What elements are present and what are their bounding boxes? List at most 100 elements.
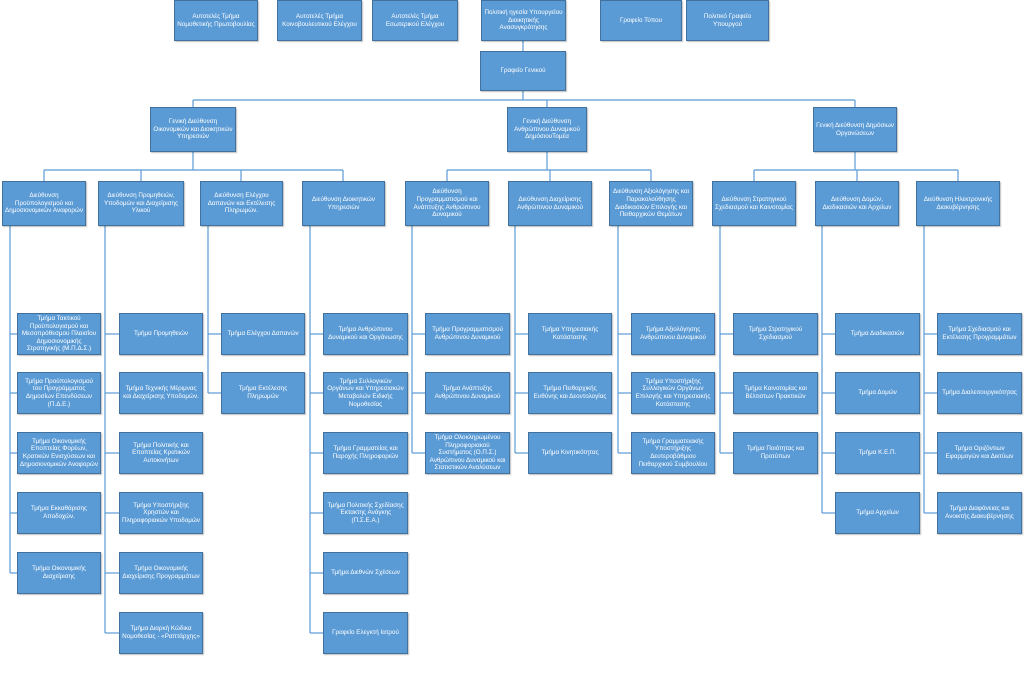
org-unit-label: Τμήμα Γραμματείας και Παροχής Πληροφοριώ… xyxy=(332,445,399,460)
org-unit-label: Τμήμα Συλλογικών Οργάνων και Υπηρεσιακών… xyxy=(327,377,404,408)
org-unit-press: Γραφείο Τύπου xyxy=(600,0,682,41)
org-unit-d9s2: Τμήμα Δομών xyxy=(835,372,920,414)
org-unit-d4s5: Τμήμα Διεθνών Σχέσεων xyxy=(323,552,408,594)
org-unit-label: Τμήμα Πολιτικής Σχεδίασης Έκτακτης Ανάγκ… xyxy=(327,501,404,524)
org-unit-d4s3: Τμήμα Γραμματείας και Παροχής Πληροφοριώ… xyxy=(323,432,408,474)
org-unit-label: Πολιτικό Γραφείο Υπουργού xyxy=(703,12,752,28)
org-unit-label: Τμήμα Αρχείων xyxy=(856,509,899,517)
org-unit-d6s2: Τμήμα Πειθαρχικής Ευθύνης και Δεοντολογί… xyxy=(528,372,612,414)
org-unit-label: Διεύθυνση Δομών, Διαδικασιών και Αρχείων xyxy=(822,195,892,211)
org-unit-label: Τμήμα Υποστήριξης Συλλογικών Οργάνων Επι… xyxy=(635,377,711,408)
org-unit-d1s4: Τμήμα Εκκαθάρισης Αποδοχών. xyxy=(17,492,101,534)
org-unit-d10s4: Τμήμα Διαφάνειας και Ανοικτής Διακυβέρνη… xyxy=(937,492,1022,534)
org-unit-d9s1: Τμήμα Διαδικασιών xyxy=(835,313,920,355)
org-unit-d2s2: Τμήμα Τεχνικής Μέριμνας και Διαχείρισης … xyxy=(119,372,203,414)
org-unit-top1: Αυτοτελές Τμήμα Νομοθετικής Πρωτοβουλίας xyxy=(174,0,258,41)
org-unit-label: Διεύθυνση Ελέγχου Δαπανών και Εκτέλεσης … xyxy=(207,192,276,215)
org-unit-d2s1: Τμήμα Προμηθειών xyxy=(119,313,203,355)
org-unit-label: Τμήμα Εκκαθάρισης Αποδοχών. xyxy=(30,505,88,520)
org-unit-d5: Διεύθυνση Προγραμματισμού και Ανάπτυξης … xyxy=(405,181,489,226)
org-unit-label: Τμήμα Κινητικότητας xyxy=(541,449,599,457)
org-unit-gd2: Γενική Διεύθυνση Ανθρώπινου Δυναμικού Δη… xyxy=(507,107,587,152)
org-unit-d10s3: Τμήμα Οριζόντιων Εφαρμογών και Δικτύων xyxy=(937,432,1022,474)
org-unit-label: Διεύθυνση Αξιολόγησης και Παρακολούθησης… xyxy=(612,188,690,219)
org-unit-label: Διεύθυνση Προμηθειών, Υποδομών και Διαχε… xyxy=(103,192,179,215)
org-unit-d8s1: Τμήμα Στρατηγικού Σχεδιασμού xyxy=(733,313,818,355)
org-unit-label: Γραφείο Ελεγκτή Ιατρού xyxy=(332,629,399,637)
org-unit-d1: Διεύθυνση Προϋπολογισμού και Δημοσιονομι… xyxy=(2,181,86,226)
org-unit-label: Πολιτική ηγεσία Υπουργείου Διοικητικής Α… xyxy=(484,9,563,32)
org-unit-label: Τμήμα Ολοκληρωμένου Πληροφοριακού Συστήμ… xyxy=(429,434,506,472)
org-unit-label: Τμήμα Προγραμματισμού Ανθρώπινου Δυναμικ… xyxy=(432,326,503,341)
org-unit-label: Τμήμα Οριζόντιων Εφαρμογών και Δικτύων xyxy=(945,445,1014,460)
org-unit-d2s5: Τμήμα Οικονομικής Διαχείρισης Προγραμμάτ… xyxy=(119,552,203,594)
org-unit-top2: Αυτοτελές Τμήμα Κοινοβουλευτικού Ελέγχου xyxy=(277,0,362,41)
org-unit-d3: Διεύθυνση Ελέγχου Δαπανών και Εκτέλεσης … xyxy=(200,181,283,226)
org-unit-label: Τμήμα Διαρκή Κώδικα Νομοθεσίας - «Ραπτάρ… xyxy=(122,625,200,640)
org-unit-d4s4: Τμήμα Πολιτικής Σχεδίασης Έκτακτης Ανάγκ… xyxy=(323,492,408,534)
org-unit-label: Διεύθυνση Διαχείρισης Ανθρώπινου Δυναμικ… xyxy=(517,195,583,211)
org-unit-label: Τμήμα Διεθνών Σχέσεων xyxy=(331,569,400,577)
org-unit-label: Τμήμα Οικονομικής Εποπτείας Φορέων, Κρατ… xyxy=(20,437,98,468)
org-unit-d2s4: Τμήμα Υποστήριξης Χρηστών και Πληροφορια… xyxy=(119,492,203,534)
org-unit-label: Τμήμα Στρατηγικού Σχεδιασμού xyxy=(748,326,803,341)
org-unit-label: Τμήμα Αξιολόγησης Ανθρώπινου Δυναμικού xyxy=(640,326,706,341)
org-unit-d7s2: Τμήμα Υποστήριξης Συλλογικών Οργάνων Επι… xyxy=(631,372,715,414)
org-unit-label: Τμήμα Ανάπτυξης Ανθρώπινου Δυναμικού xyxy=(434,385,501,400)
org-unit-label: Τμήμα Τακτικού Προϋπολογισμού και Μεσοπρ… xyxy=(21,315,97,353)
org-unit-gd3: Γενική Διεύθυνση Δημόσιων Οργανώσεων xyxy=(813,107,897,152)
org-unit-label: Διεύθυνση Διοικητικών Υπηρεσιών xyxy=(312,195,375,211)
org-unit-d8s3: Τμήμα Ποιότητας και Προτύπων xyxy=(733,432,818,474)
org-unit-label: Τμήμα Προμηθειών xyxy=(133,330,189,338)
org-unit-d4: Διεύθυνση Διοικητικών Υπηρεσιών xyxy=(302,181,385,226)
org-unit-d10s1: Τμήμα Σχεδιασμού και Εκτέλεσης Προγραμμά… xyxy=(937,313,1022,355)
org-unit-label: Τμήμα Κ.Ε.Π. xyxy=(858,449,897,457)
org-unit-d3s1: Τμήμα Ελέγχου Δαπανών xyxy=(221,313,305,355)
org-unit-label: Διεύθυνση Προϋπολογισμού και Δημοσιονομι… xyxy=(5,192,83,215)
org-unit-d1s2: Τμήμα Προϋπολογισμού του Προγράμματος Δη… xyxy=(17,372,101,414)
org-unit-gen-office: Γραφείο Γενικού xyxy=(480,51,566,91)
org-unit-d7s1: Τμήμα Αξιολόγησης Ανθρώπινου Δυναμικού xyxy=(631,313,715,355)
org-unit-d8: Διεύθυνση Στρατηγικού Σχεδιασμού και Και… xyxy=(712,181,796,226)
org-unit-d7: Διεύθυνση Αξιολόγησης και Παρακολούθησης… xyxy=(609,181,693,226)
org-unit-label: Τμήμα Υπηρεσιακής Κατάστασης xyxy=(541,326,599,341)
org-unit-d2: Διεύθυνση Προμηθειών, Υποδομών και Διαχε… xyxy=(98,181,184,226)
org-unit-d6s3: Τμήμα Κινητικότητας xyxy=(528,432,612,474)
org-unit-d10: Διεύθυνση Ηλεκτρονικής Διακυβέρνησης xyxy=(916,181,1000,226)
org-unit-label: Αυτοτελές Τμήμα Νομοθετικής Πρωτοβουλίας xyxy=(177,12,255,28)
org-unit-d3s2: Τμήμα Εκτέλεσης Πληρωμών xyxy=(221,372,305,414)
org-unit-d2s3: Τμήμα Πολιτικής και Εποπτείας Κρατικών Α… xyxy=(119,432,203,474)
org-unit-d2s6: Τμήμα Διαρκή Κώδικα Νομοθεσίας - «Ραπτάρ… xyxy=(119,612,203,654)
org-unit-d7s3: Τμήμα Γραμματειακής Υποστήριξης Δευτεροβ… xyxy=(631,432,715,474)
org-unit-d1s3: Τμήμα Οικονομικής Εποπτείας Φορέων, Κρατ… xyxy=(17,432,101,474)
org-unit-label: Διεύθυνση Προγραμματισμού και Ανάπτυξης … xyxy=(413,188,481,219)
org-unit-label: Γενική Διεύθυνση Ανθρώπινου Δυναμικού Δη… xyxy=(514,118,580,141)
org-unit-label: Τμήμα Προϋπολογισμού του Προγράμματος Δη… xyxy=(25,377,93,408)
org-unit-label: Τμήμα Ανθρώπινου Δυναμικού και Οργάνωσης xyxy=(328,326,403,341)
org-unit-label: Τμήμα Τεχνικής Μέριμνας και Διαχείρισης … xyxy=(123,385,199,400)
org-unit-label: Τμήμα Πειθαρχικής Ευθύνης και Δεοντολογί… xyxy=(533,385,607,400)
org-unit-label: Τμήμα Διαφάνειας και Ανοικτής Διακυβέρνη… xyxy=(945,505,1014,520)
org-unit-d6: Διεύθυνση Διαχείρισης Ανθρώπινου Δυναμικ… xyxy=(508,181,592,226)
org-unit-gd1: Γενική Διεύθυνση Οικονομικών και Διοικητ… xyxy=(150,107,236,152)
org-unit-d9: Διεύθυνση Δομών, Διαδικασιών και Αρχείων xyxy=(815,181,899,226)
org-unit-d5s2: Τμήμα Ανάπτυξης Ανθρώπινου Δυναμικού xyxy=(425,372,510,414)
org-unit-label: Τμήμα Διαδικασιών xyxy=(850,330,905,338)
org-unit-label: Τμήμα Καινοτομίας και Βέλτιστων Πρακτικώ… xyxy=(744,385,807,400)
org-unit-label: Γραφείο Γενικού xyxy=(500,67,546,75)
org-unit-leadership: Πολιτική ηγεσία Υπουργείου Διοικητικής Α… xyxy=(481,0,566,41)
org-unit-label: Τμήμα Γραμματειακής Υποστήριξης Δευτεροβ… xyxy=(638,437,708,468)
org-unit-label: Γενική Διεύθυνση Οικονομικών και Διοικητ… xyxy=(153,118,233,141)
org-unit-d4s2: Τμήμα Συλλογικών Οργάνων και Υπηρεσιακών… xyxy=(323,372,408,414)
org-unit-d5s3: Τμήμα Ολοκληρωμένου Πληροφοριακού Συστήμ… xyxy=(425,432,510,474)
org-unit-d1s1: Τμήμα Τακτικού Προϋπολογισμού και Μεσοπρ… xyxy=(17,313,101,355)
org-unit-d9s3: Τμήμα Κ.Ε.Π. xyxy=(835,432,920,474)
org-unit-label: Διεύθυνση Στρατηγικού Σχεδιασμού και Και… xyxy=(715,195,793,211)
org-unit-label: Τμήμα Σχεδιασμού και Εκτέλεσης Προγραμμά… xyxy=(942,326,1017,341)
org-unit-label: Διεύθυνση Ηλεκτρονικής Διακυβέρνησης xyxy=(923,195,993,211)
org-unit-political: Πολιτικό Γραφείο Υπουργού xyxy=(686,0,769,41)
org-unit-label: Τμήμα Οικονομικής Διαχείρισης Προγραμμάτ… xyxy=(122,565,200,580)
org-unit-top3: Αυτοτελές Τμήμα Εσωτερικού Ελέγχου xyxy=(372,0,458,41)
org-unit-label: Αυτοτελές Τμήμα Εσωτερικού Ελέγχου xyxy=(385,12,445,28)
